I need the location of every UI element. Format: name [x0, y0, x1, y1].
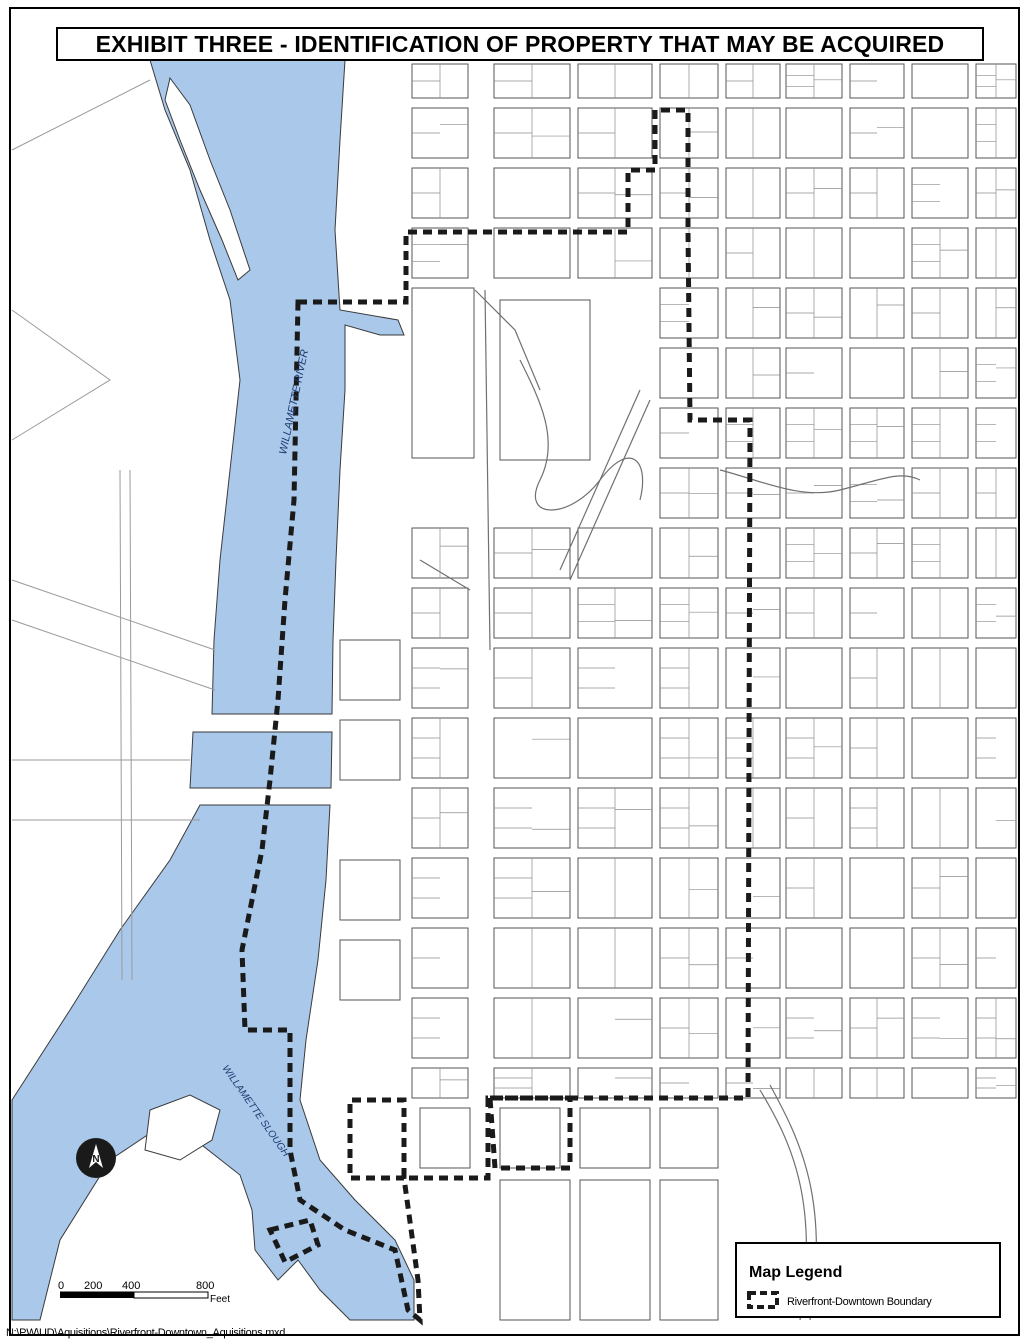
map-legend: Map Legend Riverfront-Downtown Boundary [735, 1242, 1001, 1318]
dashed-boundary-icon [747, 1291, 779, 1309]
city-block [911, 997, 969, 1059]
railway-line [119, 469, 123, 981]
city-block [911, 63, 969, 99]
west-lines [11, 79, 216, 981]
city-block [339, 939, 401, 1001]
city-block [849, 347, 905, 399]
city-block [579, 1179, 651, 1321]
city-block [975, 857, 1017, 919]
scale-tick-0: 0 [58, 1280, 64, 1292]
city-block [911, 167, 969, 219]
scale-tick-400: 400 [122, 1280, 140, 1292]
title-banner: EXHIBIT THREE - IDENTIFICATION OF PROPER… [56, 27, 984, 61]
boundary-segment [487, 1095, 573, 1171]
city-block [577, 717, 653, 779]
diagonal-road [484, 289, 491, 651]
city-block [725, 647, 781, 709]
city-block [411, 647, 469, 709]
city-block [849, 927, 905, 989]
railway-line [11, 619, 216, 691]
scale-bar: 0 200 400 800 Feet [58, 1280, 230, 1305]
city-blocks [339, 63, 1017, 1321]
city-block [785, 107, 843, 159]
city-block [577, 647, 653, 709]
roads-layer [419, 289, 921, 1321]
slough-island [144, 1094, 221, 1161]
city-block [499, 1179, 571, 1321]
city-block [849, 227, 905, 279]
city-block [975, 587, 1017, 639]
city-block [339, 719, 401, 781]
city-block [339, 639, 401, 701]
city-block [419, 1107, 471, 1169]
north-arrow-icon: N [76, 1138, 116, 1178]
legend-item-boundary: Riverfront-Downtown Boundary [787, 1296, 932, 1308]
scale-tick-800: 800 [196, 1280, 214, 1292]
scale-tick-200: 200 [84, 1280, 102, 1292]
city-block [849, 467, 905, 519]
railway-line [11, 579, 216, 651]
diagonal-road [419, 559, 471, 591]
city-block [659, 1107, 719, 1169]
city-block [577, 527, 653, 579]
city-block [659, 1179, 719, 1321]
city-block [785, 647, 843, 709]
city-block [911, 717, 969, 779]
city-block [975, 1067, 1017, 1099]
city-block [911, 107, 969, 159]
city-block [579, 1107, 651, 1169]
scale-unit: Feet [210, 1294, 230, 1305]
city-block [577, 997, 653, 1059]
river-island [164, 76, 251, 281]
park-block [499, 299, 591, 461]
file-path: N:\PW\UD\Aquisitions\Riverfront-Downtown… [6, 1327, 286, 1339]
willamette-slough [11, 804, 415, 1321]
city-block [785, 997, 843, 1059]
creek [719, 469, 921, 494]
map-title: EXHIBIT THREE - IDENTIFICATION OF PROPER… [95, 30, 945, 57]
city-block [411, 227, 469, 279]
north-arrow-letter: N [92, 1154, 99, 1165]
city-block [493, 227, 571, 279]
city-block [975, 717, 1017, 779]
riverfront-downtown-boundary [239, 107, 753, 1326]
city-block [849, 857, 905, 919]
creek [519, 359, 644, 511]
willamette-river [149, 59, 405, 715]
diagonal-road [474, 289, 541, 391]
city-block [975, 407, 1017, 459]
city-block [411, 857, 469, 919]
city-block [493, 167, 571, 219]
city-block [975, 347, 1017, 399]
city-block [493, 717, 571, 779]
city-block [975, 647, 1017, 709]
city-block [725, 857, 781, 919]
river-under-bridge [189, 731, 333, 789]
railway-line [11, 79, 151, 151]
city-block [911, 1067, 969, 1099]
city-block [411, 997, 469, 1059]
city-block [725, 527, 781, 579]
railway-line [11, 309, 111, 441]
city-block [499, 1107, 561, 1169]
diagonal-road [569, 399, 651, 581]
legend-title: Map Legend [749, 1264, 843, 1281]
city-block [339, 859, 401, 921]
park-block [411, 287, 475, 459]
city-block [493, 787, 571, 849]
boundary-segment [266, 1217, 322, 1266]
railway-line [129, 469, 133, 981]
water-layer [11, 59, 415, 1321]
city-block [975, 787, 1017, 849]
city-block [785, 927, 843, 989]
